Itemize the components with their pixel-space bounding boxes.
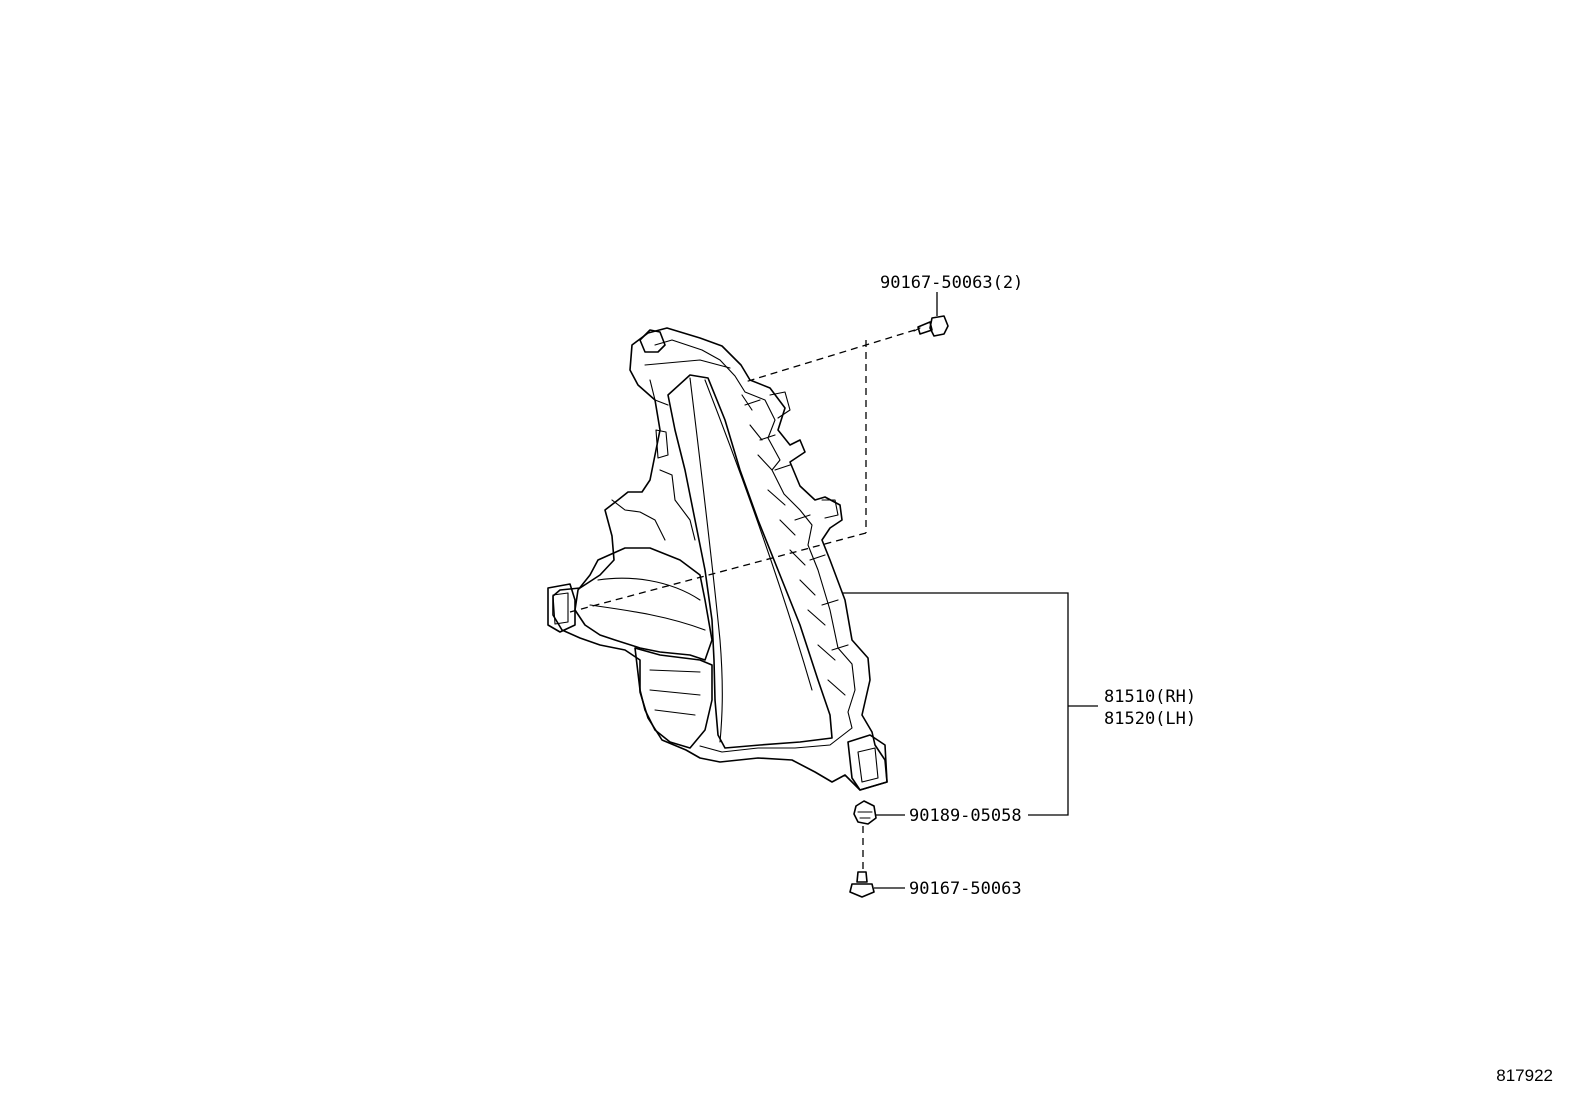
screw-bottom-drawing <box>849 871 875 898</box>
callout-clip-nut: 90189-05058 <box>909 806 1022 826</box>
callout-screw-top: 90167-50063(2) <box>880 273 1023 293</box>
callout-screw-bottom: 90167-50063 <box>909 879 1022 899</box>
screw-top-drawing <box>913 315 949 337</box>
installation-lines <box>569 329 916 870</box>
leader-lines <box>842 292 1098 889</box>
catalog-number: 817922 <box>1496 1066 1553 1085</box>
callout-lamp-rh: 81510(RH) <box>1104 687 1196 707</box>
lamp-assembly-drawing <box>547 327 888 791</box>
clip-nut-drawing <box>853 800 877 825</box>
leader-lamp-bracket <box>842 592 1069 816</box>
dash-vertical-to-lamp-lower <box>569 532 867 613</box>
dash-screw-top-to-lamp-upper <box>744 329 916 383</box>
callout-lamp-lh: 81520(LH) <box>1104 709 1196 729</box>
